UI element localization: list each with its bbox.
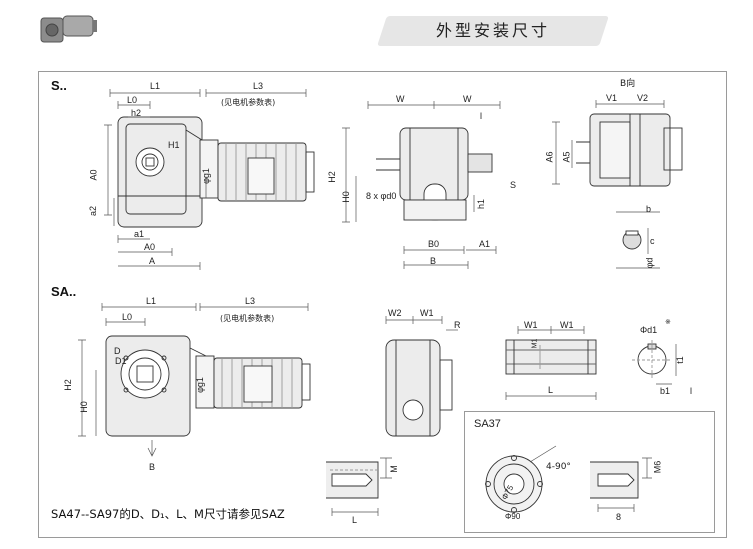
dim-b-c: c [650,236,655,246]
view-b-title: B向 [620,79,636,89]
dim-s-side-l: l [480,111,482,121]
dim-s-side-h1: h1 [476,198,487,210]
dim-s-side-H2: H2 [326,171,337,183]
dim-s-L0: L0 [127,95,138,105]
drawing-frame [38,71,727,538]
gearmotor-thumbnail-icon [40,15,97,43]
dim-sa-D: D [114,346,121,356]
dim-shaft-t1: t1 [674,356,685,364]
dim-b-A6: A6 [544,151,555,163]
dim-shaft-b1: b1 [660,386,671,396]
dim-shaft-l: l [690,386,692,396]
dim-s-h2: h2 [131,108,142,118]
sa37-panel [464,411,715,533]
motor-note-sa: (见电机参数表) [220,314,275,323]
dim-s-A0-bottom: A0 [144,242,156,252]
dim-s-A0: A0 [88,169,99,181]
dim-shaft-d1-mark: ※ [665,318,671,326]
dim-s-side-W-right: W [463,94,472,104]
section-s-label: S.. [51,78,67,93]
dim-sa-L0: L0 [122,312,133,322]
dim-sa-D1: D1 [115,356,127,366]
dim-sa-L3: L3 [245,296,256,306]
sa37-holes: 4-90° [546,462,571,472]
dim-sa-side-W1: W1 [420,308,434,318]
dim-b-d: φd [644,257,655,269]
section-sa-label: SA.. [51,284,77,299]
dim-sa-g1: φg1 [194,377,205,393]
dim-s-a1: a1 [134,229,145,239]
sa37-depth: 8 [616,512,622,522]
dim-s-side-W-left: W [396,94,405,104]
dim-b-V2: V2 [637,93,649,103]
sa-saz-note: SA47--SA97的D、D₁、L、M尺寸请参见SAZ [51,507,285,521]
dim-s-L3: L3 [253,81,264,91]
dim-s-H1: H1 [168,140,180,150]
page-title: 外型安装尺寸 [435,21,550,40]
dim-shaft-W1-right: W1 [560,320,574,330]
dim-s-side-A1: A1 [479,239,491,249]
sa37-title: SA37 [474,418,501,430]
sa37-d90: Φ90 [505,512,521,521]
dim-sa-L1: L1 [146,296,157,306]
dim-b-A5: A5 [561,151,572,163]
dim-sa-side-R: R [454,320,461,330]
dim-detail-L: L [352,515,358,525]
dim-sa-H0: H0 [78,401,89,413]
dim-b-b: b [646,204,652,214]
dim-s-side-S: S [510,180,517,190]
dim-b-V1: V1 [606,93,618,103]
dim-s-side-H0: H0 [340,191,351,203]
dim-s-g1: φg1 [200,168,211,184]
dim-sa-H2: H2 [62,379,73,391]
dim-detail-M: M [388,465,399,473]
header-thumbnail [38,8,100,48]
dim-s-a2: a2 [88,205,99,217]
dim-s-A: A [149,256,156,266]
dim-s-side-bolt: 8 x φd0 [366,191,397,201]
dim-s-side-B: B [430,256,437,266]
dim-shaft-L: L [548,385,554,395]
dim-shaft-M1: M1 [531,338,539,349]
dim-s-side-B0: B0 [428,239,440,249]
motor-note-s: (见电机参数表) [221,98,276,107]
dim-shaft-d1: Φd1 [640,325,658,335]
dim-shaft-W1-left: W1 [524,320,538,330]
arrow-b-label: B [149,462,156,472]
dim-s-L1: L1 [150,81,161,91]
sa37-M6: M6 [652,460,663,474]
dim-sa-side-W2: W2 [388,308,402,318]
